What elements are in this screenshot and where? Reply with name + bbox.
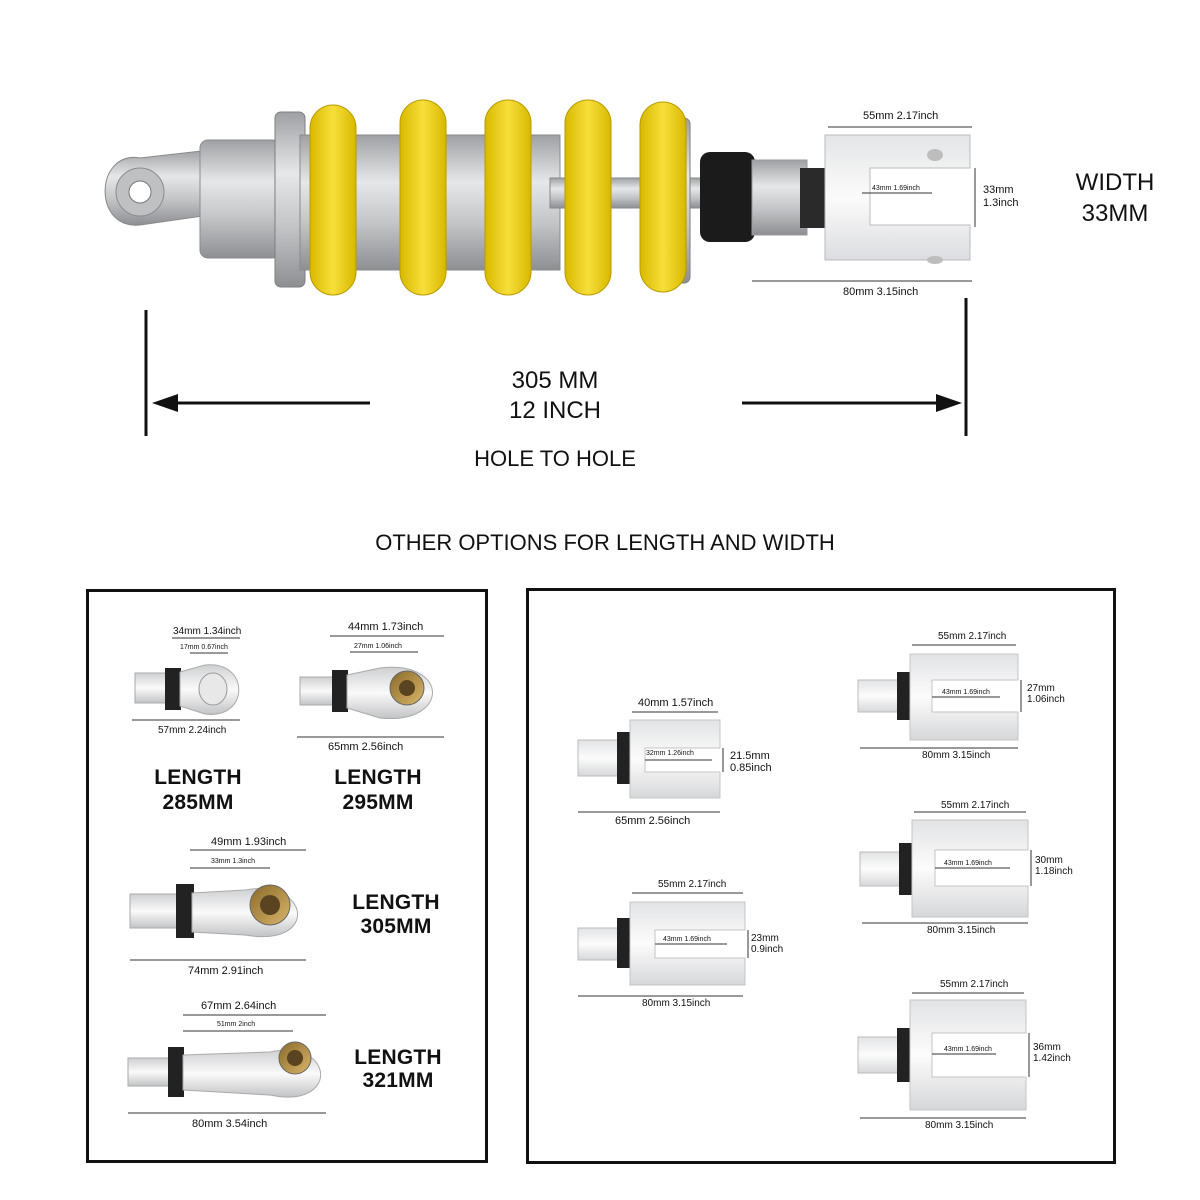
opt-295-bottom-dim: 65mm 2.56inch	[328, 741, 404, 753]
top-clevis-width: 55mm 2.17inch	[863, 110, 939, 122]
opt-321-length-label: LENGTH	[354, 1046, 442, 1069]
width-options-panel	[526, 588, 1116, 1164]
clevis-27-height-in: 1.06inch	[1027, 694, 1065, 705]
shock-clevis-end	[824, 134, 971, 264]
clevis-36-inner-dim: 43mm 1.69inch	[944, 1046, 992, 1053]
clevis-27	[857, 644, 1022, 749]
clevis-21-5	[577, 711, 724, 813]
shock-eye-end	[104, 149, 211, 226]
clevis-30-inner-dim: 43mm 1.69inch	[944, 860, 992, 867]
opt-285-inner-dim: 17mm 0.67inch	[180, 644, 228, 651]
opt-285-top-dim: 34mm 1.34inch	[173, 626, 242, 637]
rod-end-321	[127, 1014, 326, 1114]
opt-295-length-label: LENGTH	[334, 766, 422, 789]
width-value: 33MM	[1081, 200, 1149, 227]
clevis-30-height-mm: 30mm	[1035, 855, 1063, 866]
width-label: WIDTH	[1075, 169, 1155, 196]
clevis-23-bottom-dim: 80mm 3.15inch	[642, 998, 711, 1009]
clevis-23-top-dim: 55mm 2.17inch	[658, 879, 727, 890]
clevis-23-inner-dim: 43mm 1.69inch	[663, 936, 711, 943]
rod-end-295	[297, 635, 444, 738]
top-clevis-height-mm: 33mm	[983, 184, 1014, 196]
overall-length-inch: 12 INCH	[508, 397, 602, 424]
opt-295-length-value: 295MM	[342, 791, 414, 814]
overall-length-mm: 305 MM	[511, 367, 599, 394]
opt-321-length-value: 321MM	[362, 1069, 434, 1092]
opt-305-length-value: 305MM	[360, 915, 432, 938]
clevis-30-height-in: 1.18inch	[1035, 866, 1073, 877]
rod-end-285	[132, 637, 240, 721]
opt-321-top-dim: 67mm 2.64inch	[201, 1000, 277, 1012]
opt-295-top-dim: 44mm 1.73inch	[348, 621, 424, 633]
clevis-21-5-height-mm: 21.5mm	[730, 750, 770, 762]
clevis-36-height-mm: 36mm	[1033, 1042, 1061, 1053]
clevis-36-height-in: 1.42inch	[1033, 1053, 1071, 1064]
clevis-23-height-in: 0.9inch	[751, 944, 784, 955]
shock-spring	[309, 99, 687, 296]
top-clevis-inner: 43mm 1.69inch	[872, 185, 920, 192]
shock-adjuster	[700, 152, 755, 242]
clevis-23-height-mm: 23mm	[751, 933, 779, 944]
clevis-23	[577, 892, 749, 997]
clevis-21-5-height-in: 0.85inch	[730, 762, 772, 774]
opt-305-inner-dim: 33mm 1.3inch	[211, 858, 255, 865]
opt-305-bottom-dim: 74mm 2.91inch	[188, 965, 264, 977]
clevis-36-bottom-dim: 80mm 3.15inch	[925, 1120, 994, 1131]
clevis-27-inner-dim: 43mm 1.69inch	[942, 689, 990, 696]
clevis-21-5-inner-dim: 32mm 1.26inch	[646, 750, 694, 757]
section-title: OTHER OPTIONS FOR LENGTH AND WIDTH	[375, 530, 835, 555]
opt-321-inner-dim: 51mm 2inch	[217, 1021, 256, 1028]
top-clevis-length: 80mm 3.15inch	[843, 286, 919, 298]
opt-285-length-label: LENGTH	[154, 766, 242, 789]
clevis-30-bottom-dim: 80mm 3.15inch	[927, 925, 996, 936]
opt-305-top-dim: 49mm 1.93inch	[211, 836, 287, 848]
clevis-21-5-top-dim: 40mm 1.57inch	[638, 697, 714, 709]
clevis-27-top-dim: 55mm 2.17inch	[938, 631, 1007, 642]
opt-305-length-label: LENGTH	[352, 891, 440, 914]
clevis-27-bottom-dim: 80mm 3.15inch	[922, 750, 991, 761]
opt-321-bottom-dim: 80mm 3.54inch	[192, 1118, 268, 1130]
opt-285-bottom-dim: 57mm 2.24inch	[158, 725, 227, 736]
hole-to-hole-label: HOLE TO HOLE	[474, 446, 636, 471]
shock-absorber-illustration	[104, 99, 976, 436]
opt-295-inner-dim: 27mm 1.06inch	[354, 643, 402, 650]
rod-end-305	[129, 849, 306, 961]
opt-285-length-value: 285MM	[162, 791, 234, 814]
clevis-21-5-bottom-dim: 65mm 2.56inch	[615, 815, 691, 827]
length-options-panel	[86, 589, 488, 1163]
clevis-30-top-dim: 55mm 2.17inch	[941, 800, 1010, 811]
top-clevis-height-in: 1.3inch	[983, 197, 1019, 209]
clevis-36	[857, 992, 1030, 1119]
clevis-30	[859, 811, 1032, 924]
clevis-27-height-mm: 27mm	[1027, 683, 1055, 694]
clevis-36-top-dim: 55mm 2.17inch	[940, 979, 1009, 990]
